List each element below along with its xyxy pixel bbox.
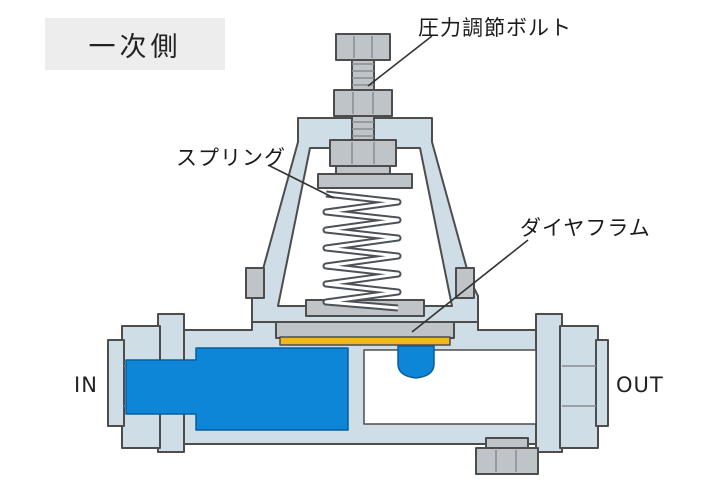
outlet-passage [363, 349, 537, 425]
flange-bolt-right [455, 267, 475, 299]
leader-line-spring [269, 165, 335, 199]
right-pipe-stub [595, 339, 609, 427]
upper-nut [333, 89, 393, 117]
diaphragm-callout: ダイヤフラム [520, 216, 651, 240]
outlet-label: OUT [616, 373, 664, 397]
fluid-regions-group [125, 345, 435, 431]
leader-line-diaphragm [411, 239, 529, 333]
valve-disc [397, 345, 435, 379]
leader-line-pressure-bolt [367, 35, 433, 87]
bottom-plug-head [475, 447, 539, 475]
flange-bolt-left [245, 267, 265, 299]
left-pipe-stub [107, 339, 125, 427]
spring-callout: スプリング [176, 146, 286, 170]
inlet-label: IN [74, 373, 98, 397]
bottom-plug-group [475, 437, 539, 475]
bolt-head [335, 33, 391, 61]
lock-nut [329, 139, 397, 167]
diaphragm-clamp-plate [275, 321, 455, 339]
spring-top-seat [317, 173, 413, 189]
primary-side-label: 一次側 [88, 31, 182, 63]
pressure-bolt-callout: 圧力調節ボルト [418, 16, 572, 40]
primary-side-title-box: 一次側 [45, 18, 225, 70]
inlet-flow [125, 347, 349, 431]
right-union-nut [559, 325, 599, 449]
diaphragm [279, 336, 451, 346]
spring-coil [322, 190, 402, 312]
right-flange [535, 313, 563, 453]
